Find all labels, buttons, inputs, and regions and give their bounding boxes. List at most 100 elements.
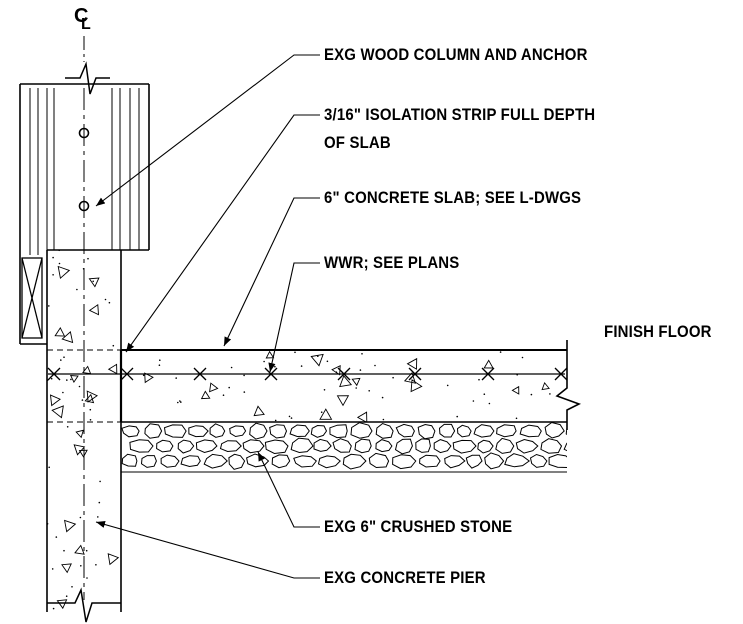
callout-concrete-slab: 6" CONCRETE SLAB; SEE L-DWGS [324,188,582,207]
aggregate-dot [374,364,376,367]
aggregate-dot [86,577,88,579]
aggregate-dot [52,607,55,610]
aggregate-dot [89,408,92,411]
aggregate-dot [92,280,94,283]
aggregate-dot [63,549,65,552]
wwr-cross [554,367,568,381]
stone [495,437,515,454]
aggregate-dot [158,364,161,367]
aggregate-dot [52,274,54,276]
aggregate-dot [530,393,533,396]
stone [354,438,372,454]
stone [375,422,394,439]
aggregate-dot [180,401,182,403]
aggregate-dot [58,250,60,252]
wwr-reinforcement [47,367,568,381]
aggregate-dot [478,378,480,381]
aggregate-dot [359,369,362,371]
stone [329,424,348,439]
aggregate-dot [89,419,92,421]
stone [203,453,228,469]
stone [209,423,226,438]
aggregate-mark [107,363,118,375]
stone [456,424,472,438]
leader-concrete-slab [223,197,320,347]
aggregate-mark [69,374,79,384]
wood-column [19,83,150,345]
stone [504,453,531,468]
stone [177,439,195,454]
stone [228,453,246,470]
stone [313,438,332,452]
aggregate-dot [112,344,115,347]
aggregate-dot [317,355,319,358]
stone [188,425,209,438]
aggregate-mark [73,444,86,456]
stone [310,424,328,438]
stone [242,439,265,454]
stone [121,425,140,438]
stone [180,455,201,468]
stone [317,455,341,469]
aggregate-dot [381,396,384,399]
wwr-cross [193,367,207,381]
aggregate-mark [483,359,494,369]
aggregate-mark [51,405,64,419]
aggregate-mark [82,365,92,375]
aggregate-dot [47,523,49,525]
stone [219,440,242,453]
aggregate-mark [265,350,275,359]
aggregate-dot [499,351,502,353]
stone [529,453,548,468]
aggregate-dot [288,415,291,418]
aggregate-dot [472,400,475,402]
aggregate-dot [62,391,64,394]
isolation-joint [47,349,123,423]
stone [342,453,367,470]
aggregate-dot [80,565,82,567]
aggregate-dot [521,356,524,359]
aggregate-dot [104,298,107,301]
concrete-slab [121,349,567,423]
leader-wwr [268,262,320,373]
stone [249,422,268,440]
stone [548,453,567,468]
aggregate-mark [310,353,324,367]
stone [160,454,180,468]
aggregate-dot [51,568,54,570]
aggregate-dot [323,389,326,391]
aggregate-dot [142,374,145,377]
stone [156,439,174,453]
stone [563,442,567,452]
aggregate-mark [88,277,100,288]
aggregate-dot [294,351,296,354]
callout-crushed-stone: EXG 6" CRUSHED STONE [324,517,513,536]
stone [271,454,291,469]
aggregate-dot [382,418,385,421]
aggregate-mark [61,563,72,574]
aggregate-dot [97,516,99,518]
aggregate-mark [57,265,71,280]
stone [395,423,415,438]
aggregate-dot [290,417,293,419]
aggregate-dot [66,426,69,428]
wwr-cross [408,367,422,381]
aggregate-dot [87,257,89,260]
aggregate-dot [63,356,65,359]
stone [433,439,452,454]
aggregate-mark [88,303,100,316]
stone [195,439,218,454]
aggregate-mark [61,331,74,344]
stone [394,438,413,455]
callout-wwr: WWR; SEE PLANS [324,253,460,272]
stone [419,454,441,468]
aggregate-dot [85,549,88,552]
stone [269,424,288,439]
stone [332,438,352,453]
aggregate-mark [56,599,68,610]
centerline-symbol-c: C [74,5,89,27]
stone [465,454,483,469]
aggregate-dot [159,359,161,362]
aggregate-mark [351,377,361,387]
aggregate-mark [410,379,423,393]
